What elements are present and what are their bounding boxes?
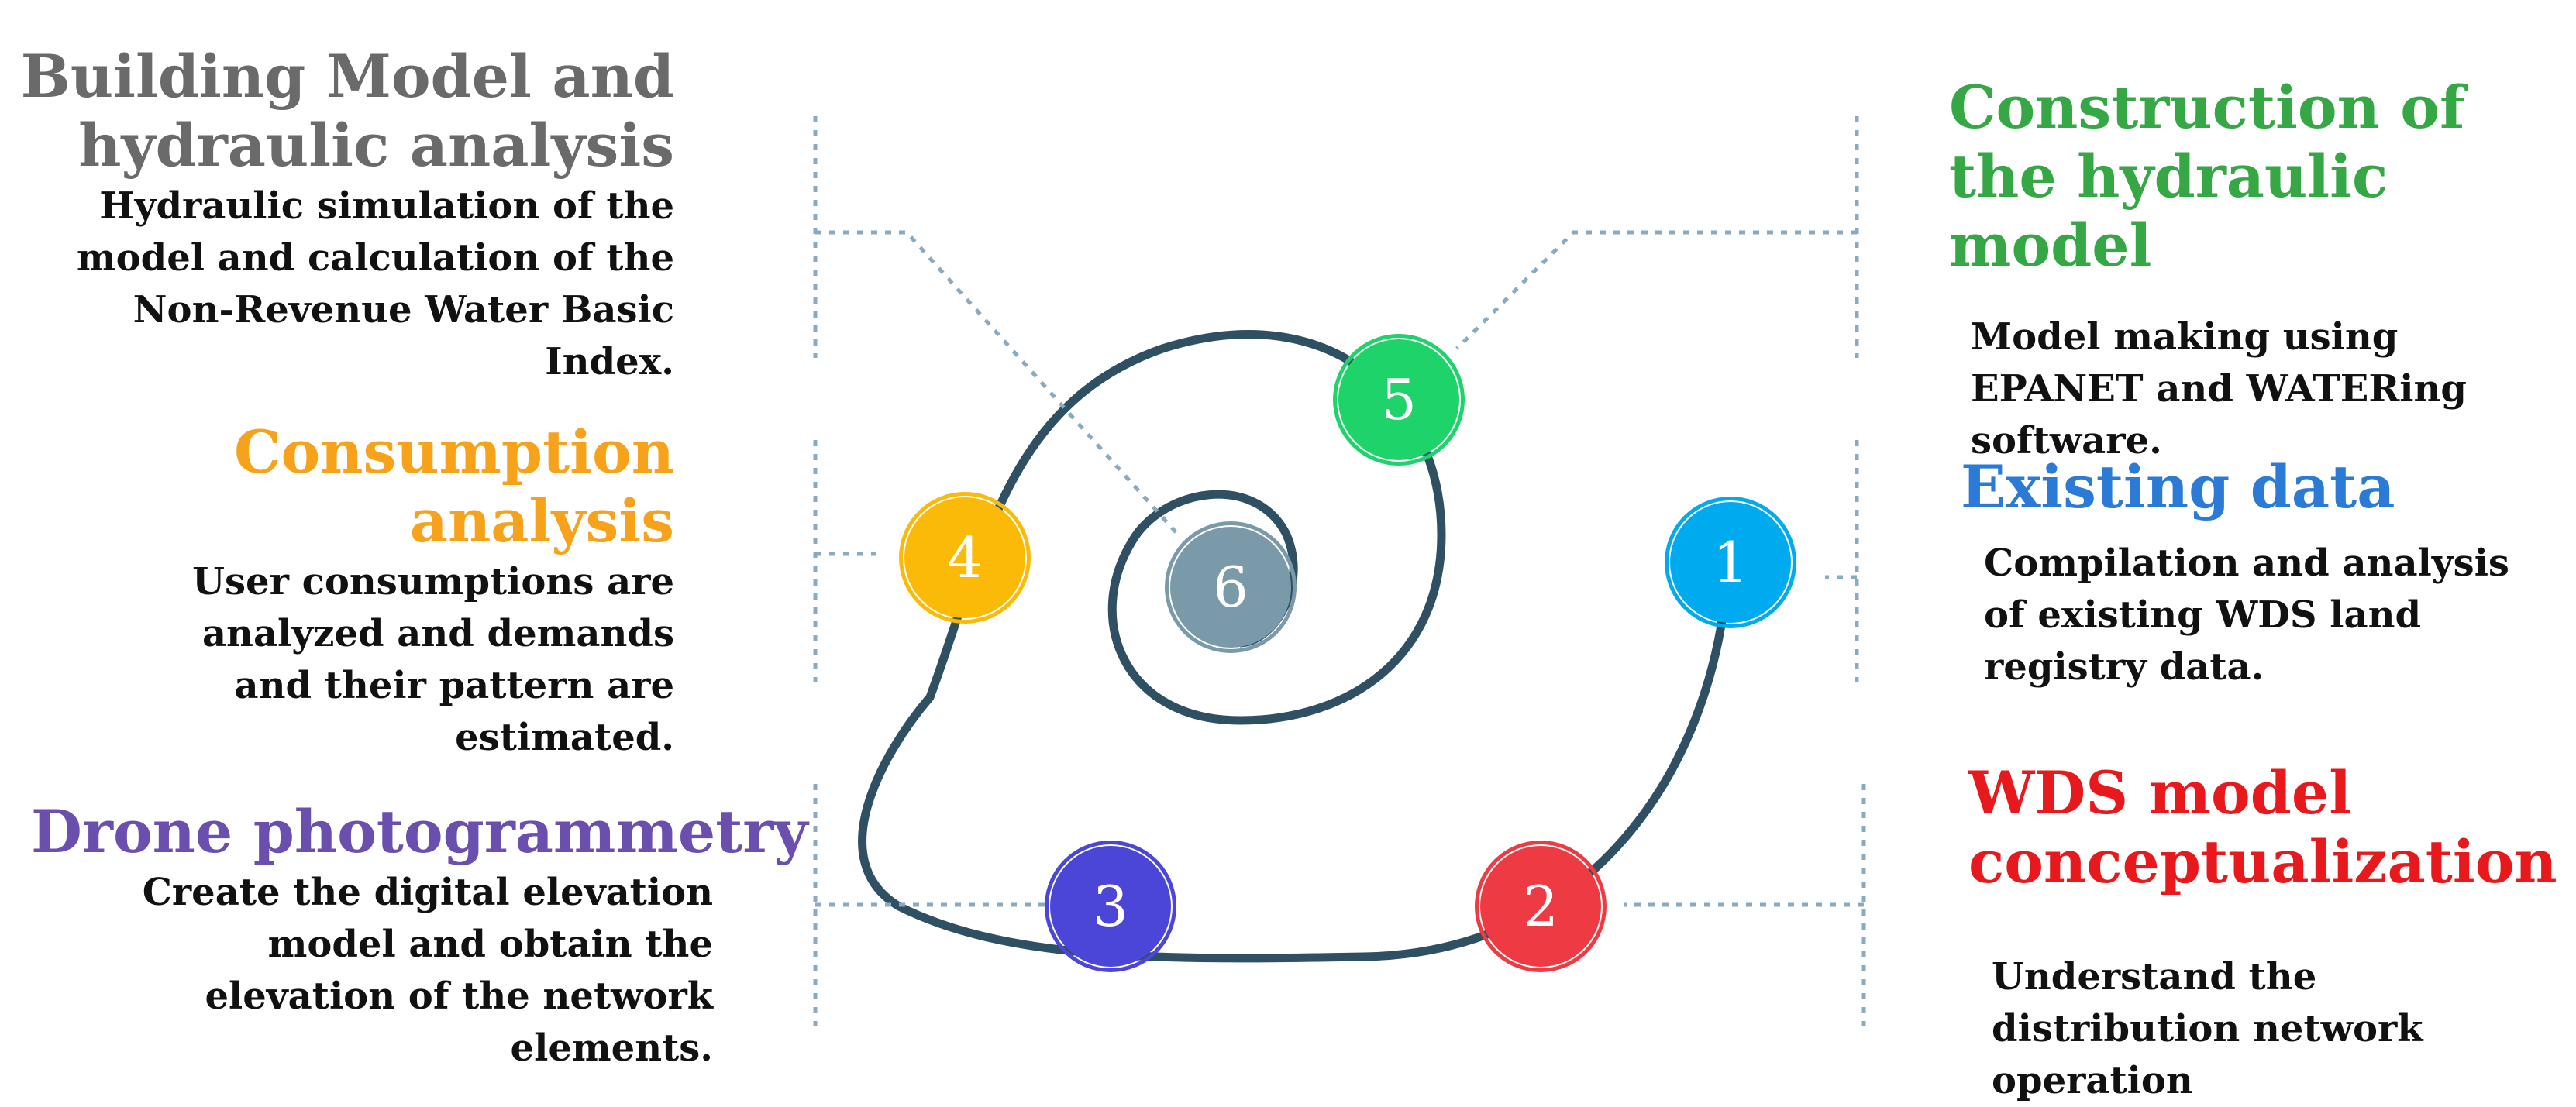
- step-5-title: Construction of the hydraulic model: [1949, 73, 2465, 280]
- step-2-number: 2: [1523, 874, 1558, 939]
- step-1-title: Existing data: [1961, 452, 2395, 521]
- step-2-block: WDS model conceptualization Understand t…: [1968, 758, 2557, 1107]
- step-6-circle: 6: [1165, 521, 1297, 653]
- step-4-description: User consumptions are analyzed and deman…: [192, 559, 674, 760]
- step-6-block: Building Model and hydraulic analysis Hy…: [0, 42, 674, 389]
- step-3-block: Drone photogrammetry Create the digital …: [31, 797, 808, 1075]
- step-6-description: Hydraulic simulation of the model and ca…: [76, 184, 674, 384]
- step-1-description: Compilation and analysis of existing WDS…: [1984, 541, 2509, 689]
- step-4-number: 4: [947, 525, 983, 590]
- step-5-number: 5: [1381, 367, 1417, 432]
- step-1-circle: 1: [1665, 497, 1796, 628]
- step-1-block: Existing data Compilation and analysis o…: [1961, 452, 2550, 693]
- step-1-number: 1: [1713, 530, 1748, 595]
- step-4-block: Consumption analysis User consumptions a…: [116, 418, 674, 765]
- step-3-description: Create the digital elevation model and o…: [142, 870, 713, 1071]
- spiral-path: [858, 330, 1733, 963]
- step-2-title: WDS model conceptualization: [1968, 758, 2557, 896]
- step-5-description: Model making using EPANET and WATERing s…: [1971, 315, 2467, 463]
- step-6-title: Building Model and hydraulic analysis: [20, 42, 674, 180]
- step-6-number: 6: [1213, 555, 1248, 620]
- step-4-title: Consumption analysis: [234, 418, 674, 555]
- connectors: [813, 116, 1866, 1026]
- step-5-block: Construction of the hydraulic model Mode…: [1949, 73, 2538, 467]
- step-5-circle: 5: [1333, 334, 1465, 466]
- step-3-title: Drone photogrammetry: [31, 797, 808, 866]
- step-4-circle: 4: [899, 492, 1031, 624]
- step-3-number: 3: [1093, 874, 1128, 939]
- step-3-circle: 3: [1045, 841, 1176, 972]
- step-2-circle: 2: [1475, 841, 1607, 972]
- step-2-description: Understand the distribution network oper…: [1992, 954, 2423, 1103]
